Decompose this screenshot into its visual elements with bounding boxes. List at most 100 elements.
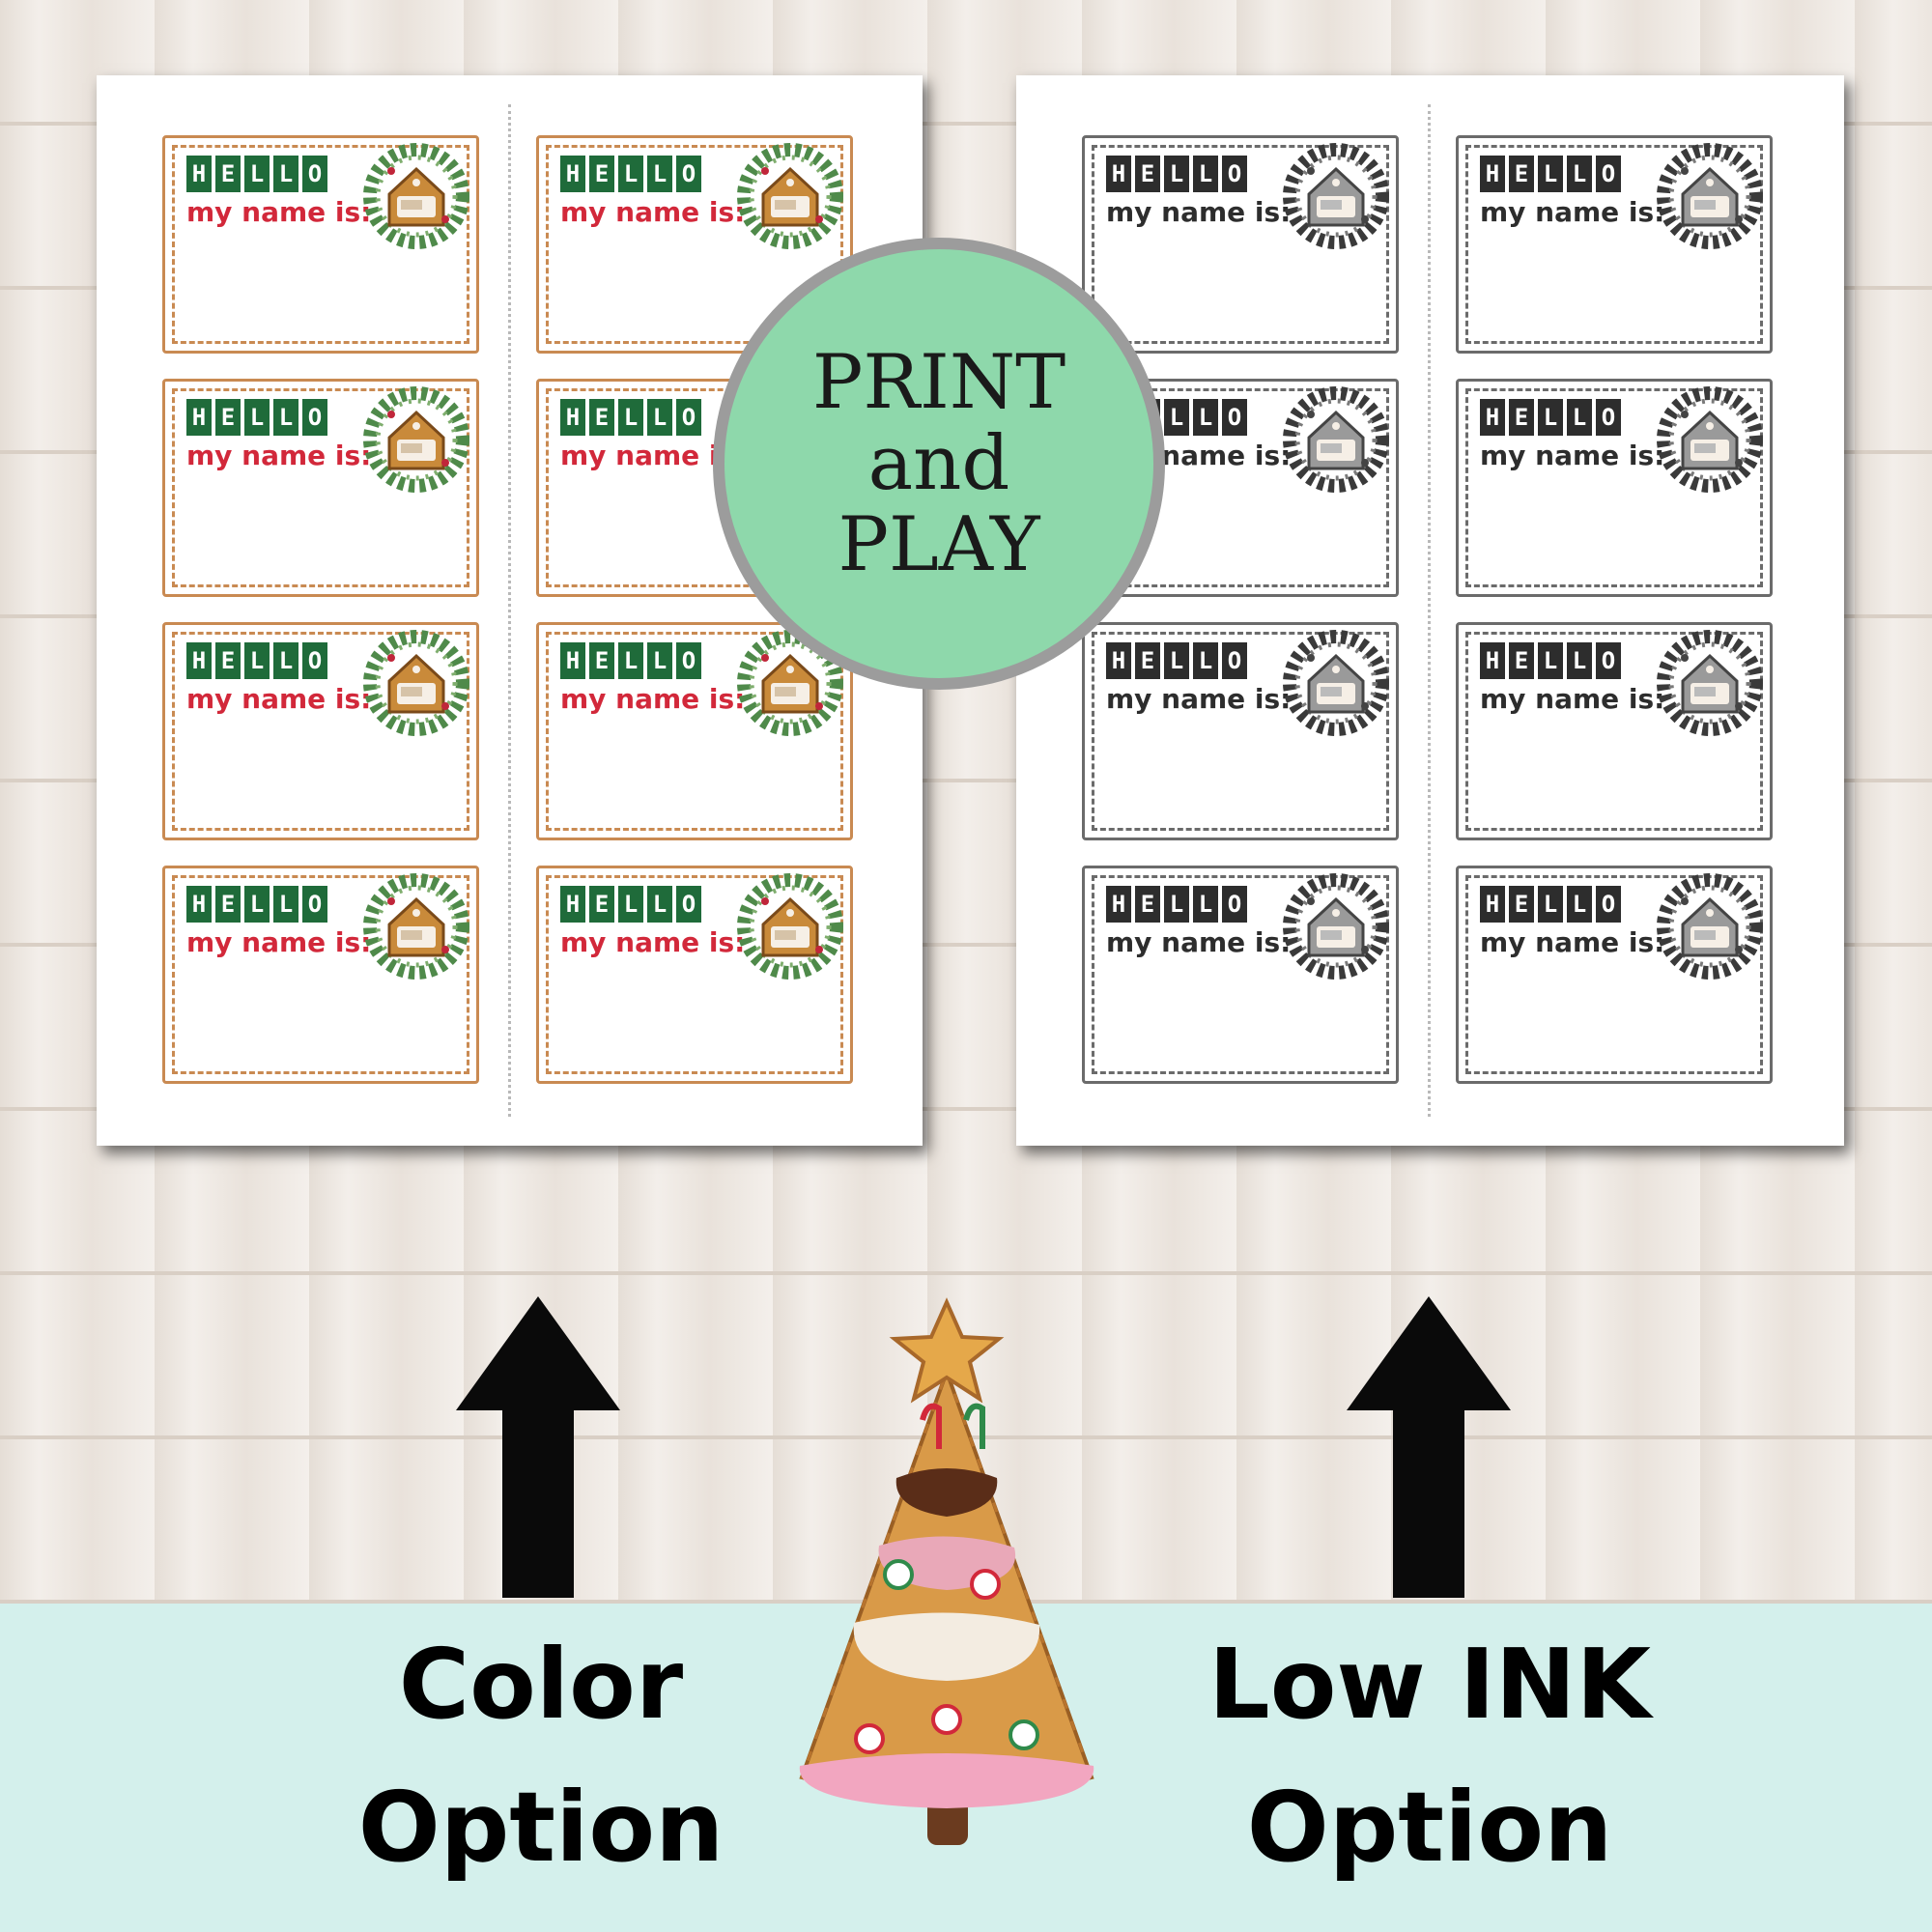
cut-line [1428,104,1431,1117]
hello-letters: H E L L O [1106,642,1247,679]
hello-letter: O [1596,886,1621,923]
hello-letter: H [560,156,585,192]
hello-letter: L [1567,399,1592,436]
hello-letter: L [1164,156,1189,192]
hello-letter: H [1480,399,1505,436]
hello-letter: O [1596,156,1621,192]
my-name-is-text: my name is: [186,196,372,228]
hello-letter: E [589,886,614,923]
label-line: Low INK [1208,1628,1651,1741]
label-line: Color [398,1628,684,1741]
hello-letter: H [186,642,212,679]
hello-letter: H [560,399,585,436]
name-tag: H E L L O my name is: [1456,866,1773,1084]
hello-letter: E [215,156,241,192]
hello-letter: E [1135,642,1160,679]
hello-letter: L [1164,886,1189,923]
gingerbread-house-wreath-icon [363,873,469,980]
name-tag: H E L L O my name is: [162,135,479,354]
label-line: Option [1246,1771,1613,1884]
hello-letter: H [1106,156,1131,192]
hello-letter: L [1567,642,1592,679]
cut-line [508,104,511,1117]
badge-line: PLAY [838,501,1040,588]
my-name-is-text: my name is: [186,440,372,471]
hello-letter: L [647,156,672,192]
hello-letter: E [589,156,614,192]
hello-letter: L [647,642,672,679]
hello-letter: L [244,886,270,923]
name-tag: H E L L O my name is: [536,866,853,1084]
hello-letter: L [1538,886,1563,923]
hello-letter: E [589,399,614,436]
hello-letter: O [302,399,327,436]
color-option-label: Color Option [328,1613,753,1899]
hello-letter: O [1222,399,1247,436]
badge-line: and [867,420,1010,507]
hello-letter: E [215,399,241,436]
hello-letter: E [215,642,241,679]
hello-letter: O [1596,399,1621,436]
hello-letter: O [1222,156,1247,192]
gingerbread-house-wreath-icon [737,873,843,980]
name-tag: H E L L O my name is: [162,866,479,1084]
gingerbread-house-wreath-icon [1657,143,1763,249]
hello-letter: E [1509,642,1534,679]
hello-letter: L [1193,156,1218,192]
gingerbread-house-wreath-icon [1283,143,1389,249]
name-tag: H E L L O my name is: [162,379,479,597]
hello-letter: E [1509,886,1534,923]
hello-letter: O [1222,642,1247,679]
gingerbread-house-wreath-icon [363,630,469,736]
hello-letter: O [302,886,327,923]
my-name-is-text: my name is: [1480,926,1665,958]
my-name-is-text: my name is: [560,683,746,715]
gingerbread-house-wreath-icon [1283,873,1389,980]
hello-letter: L [1538,399,1563,436]
up-arrow-icon [1347,1296,1511,1598]
hello-letter: O [676,399,701,436]
gingerbread-house-wreath-icon [1283,386,1389,493]
gingerbread-house-wreath-icon [1657,630,1763,736]
gingerbread-house-wreath-icon [363,386,469,493]
up-arrow-icon [456,1296,620,1598]
name-tag: H E L L O my name is: [536,622,853,840]
hello-letter: L [273,156,298,192]
hello-letter: E [1509,399,1534,436]
hello-letter: H [1480,642,1505,679]
gingerbread-house-wreath-icon [1657,386,1763,493]
name-tag: H E L L O my name is: [1082,135,1399,354]
name-tag: H E L L O my name is: [1082,866,1399,1084]
name-tag: H E L L O my name is: [162,622,479,840]
hello-letters: H E L L O [560,642,701,679]
hello-letter: L [1193,399,1218,436]
hello-letter: L [618,886,643,923]
hello-letter: O [302,642,327,679]
hello-letter: H [1480,886,1505,923]
hello-letter: O [676,156,701,192]
hello-letter: L [1567,156,1592,192]
my-name-is-text: my name is: [560,196,746,228]
hello-letter: L [244,156,270,192]
hello-letters: H E L L O [186,156,327,192]
hello-letters: H E L L O [1480,399,1621,436]
hello-letter: L [1164,642,1189,679]
hello-letter: O [1222,886,1247,923]
my-name-is-text: my name is: [186,926,372,958]
hello-letter: H [186,399,212,436]
low-ink-option-label: Low INK Option [1179,1613,1681,1899]
label-line: Option [357,1771,724,1884]
gingerbread-waffle-tree-icon [799,1297,1094,1845]
gingerbread-house-wreath-icon [737,143,843,249]
hello-letter: O [1596,642,1621,679]
hello-letter: E [1509,156,1534,192]
hello-letters: H E L L O [560,156,701,192]
hello-letters: H E L L O [186,886,327,923]
hello-letter: L [1538,156,1563,192]
hello-letter: L [1164,399,1189,436]
hello-letter: L [1193,642,1218,679]
my-name-is-text: my name is: [1106,196,1292,228]
hello-letter: H [186,886,212,923]
hello-letter: L [244,642,270,679]
hello-letter: H [560,642,585,679]
